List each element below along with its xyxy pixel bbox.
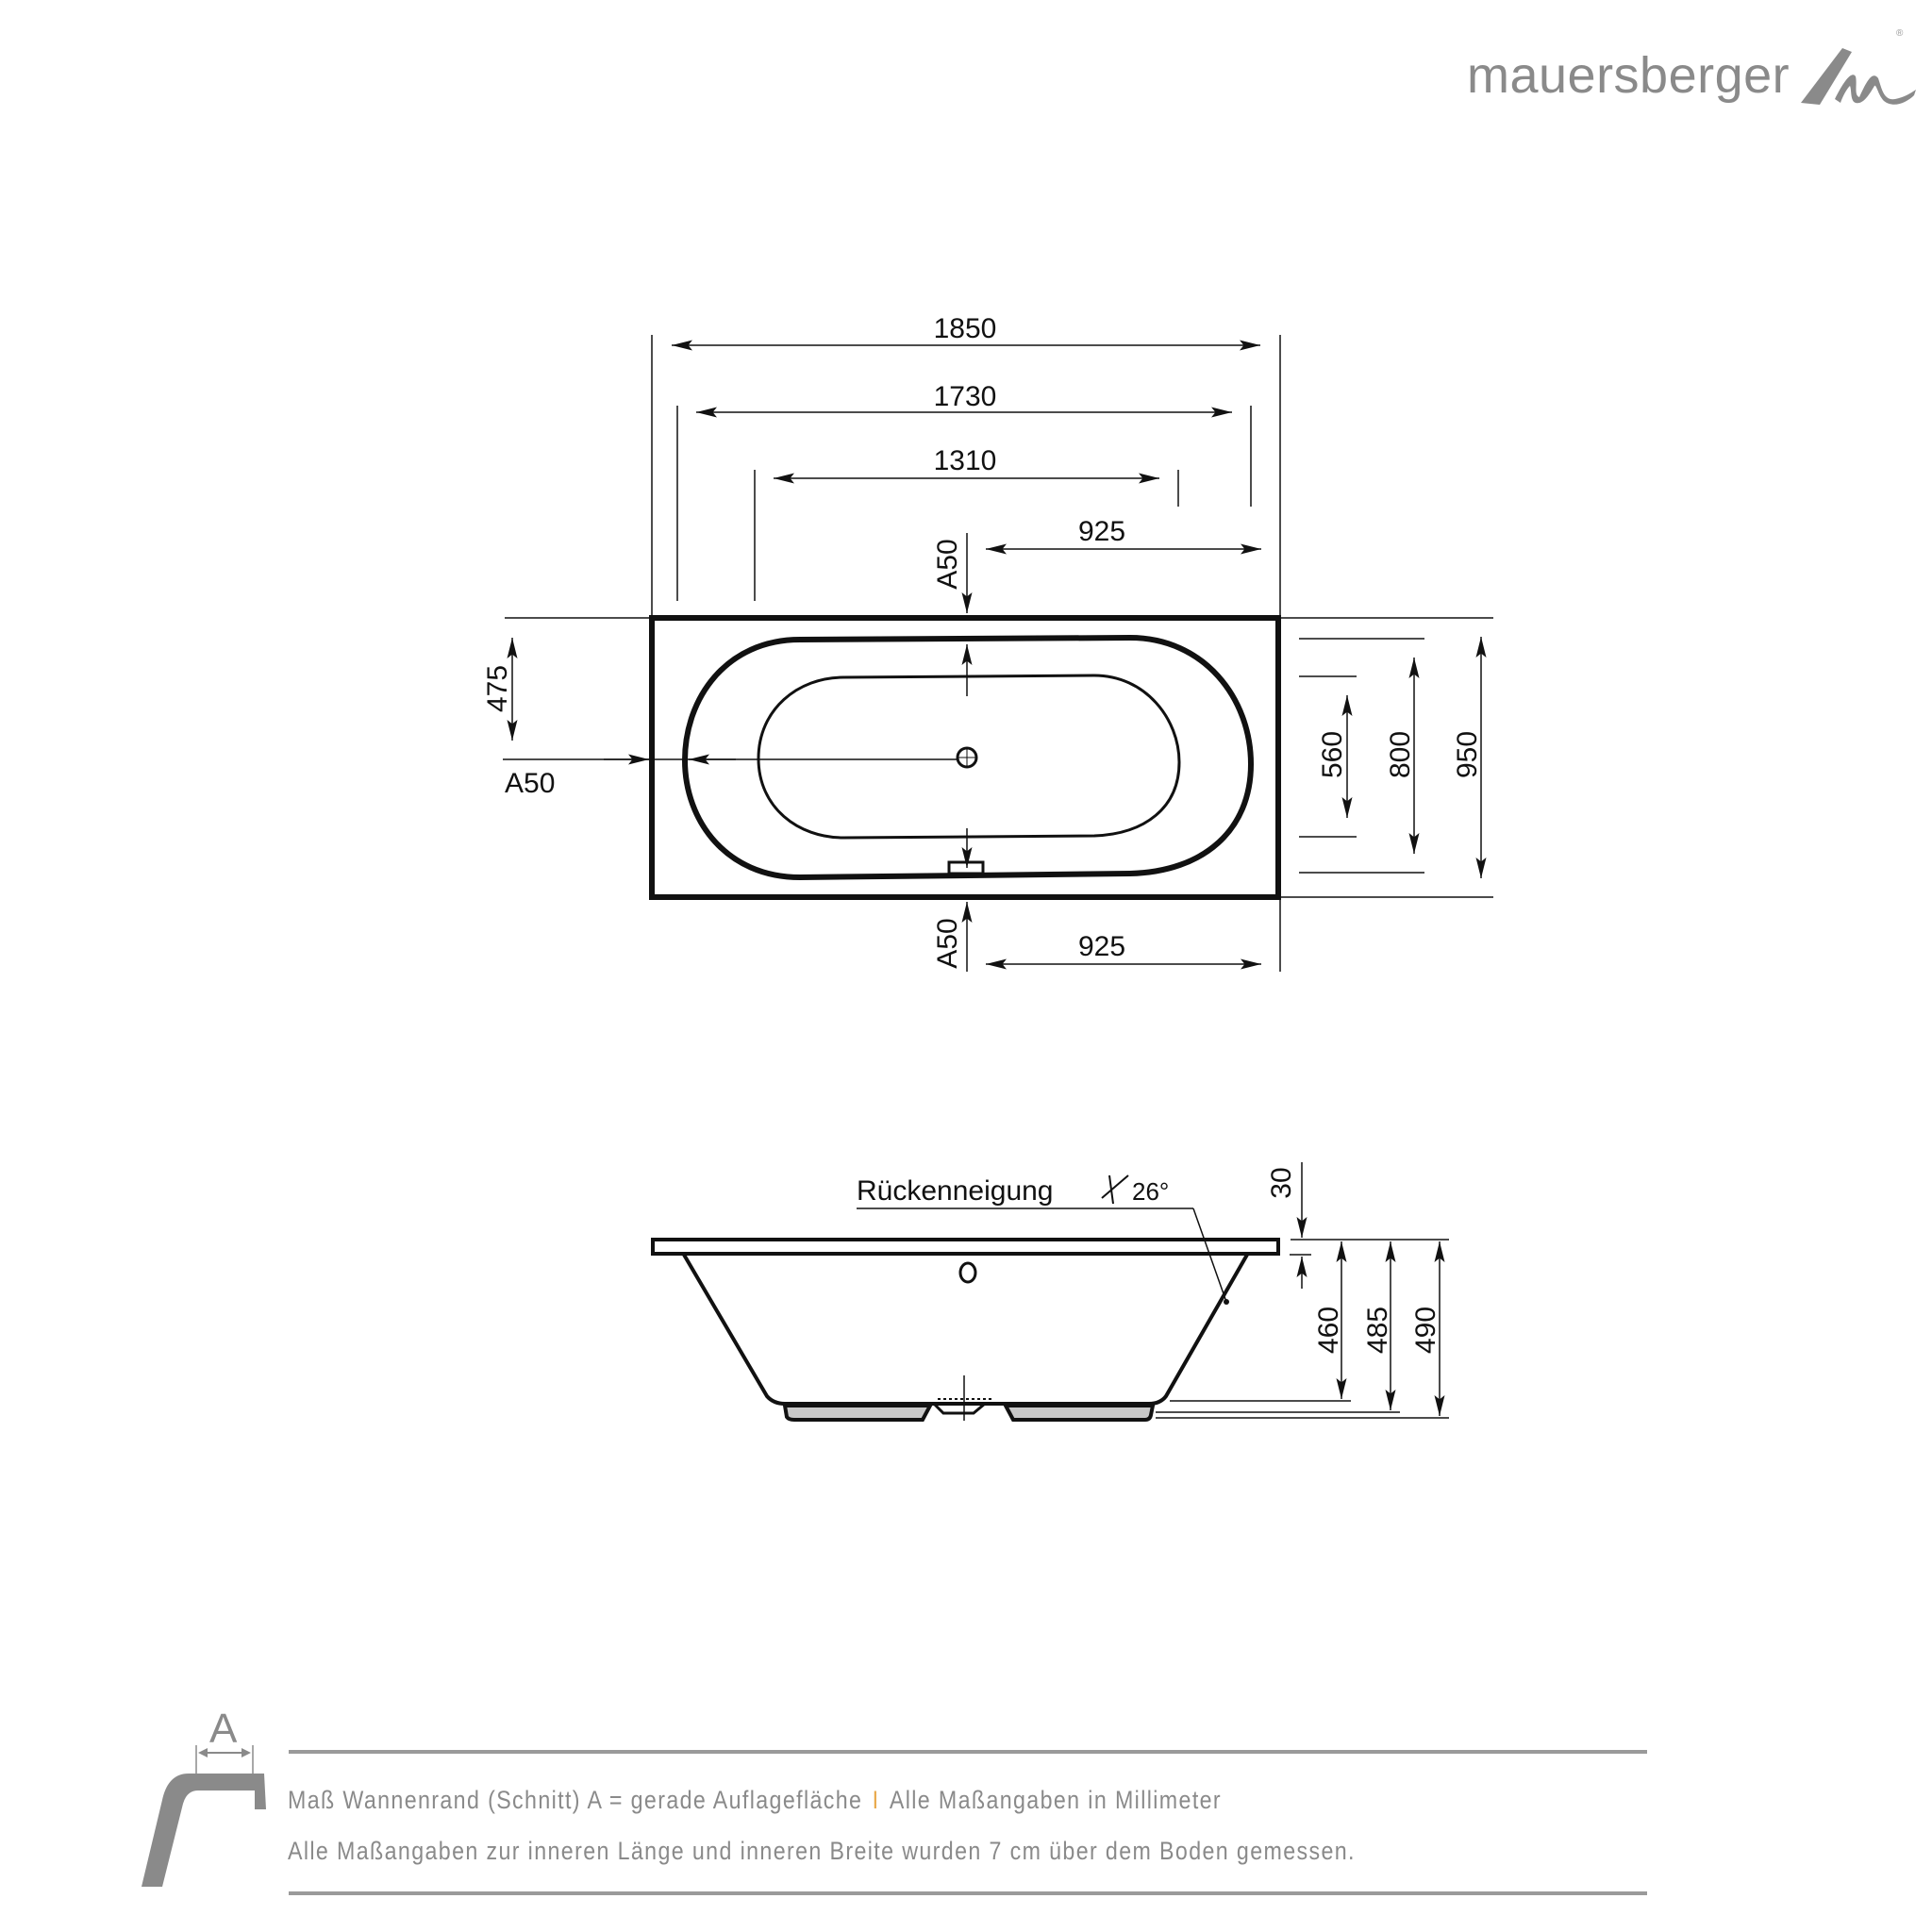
- side-view: [651, 1162, 1449, 1422]
- dim-inner-length-rim: 1730: [934, 381, 997, 412]
- rim-profile-icon: [142, 1745, 266, 1887]
- backrest-label: Rückenneigung: [857, 1175, 1054, 1207]
- dim-inner-width-rim: 800: [1385, 731, 1416, 778]
- registered-mark: ®: [1896, 28, 1904, 39]
- dim-inner-depth: 460: [1313, 1307, 1344, 1354]
- tub-floor-oval: [757, 674, 1181, 840]
- dim-rim-left: A50: [505, 768, 555, 799]
- footer-units-note: Alle Maßangaben in Millimeter: [889, 1786, 1223, 1814]
- rim-profile-label: A: [209, 1706, 238, 1752]
- brand-name: mauersberger: [1467, 47, 1790, 104]
- dim-rim-thickness: 30: [1266, 1167, 1297, 1198]
- backrest-angle: 26°: [1132, 1177, 1169, 1206]
- footer-divider-bottom: [289, 1891, 1647, 1895]
- dim-inner-length-floor: 1310: [934, 445, 997, 476]
- brand-logo: mauersberger: [1467, 38, 1920, 113]
- footer-line-2: Alle Maßangaben zur inneren Länge und in…: [288, 1837, 1356, 1865]
- dim-overall-length: 1850: [934, 313, 997, 344]
- footer-rim-note: Maß Wannenrand (Schnitt) A = gerade Aufl…: [288, 1786, 863, 1814]
- footer-line-1: Maß Wannenrand (Schnitt) A = gerade Aufl…: [288, 1786, 1222, 1815]
- dim-depth-to-floor: 485: [1362, 1307, 1393, 1354]
- footer-divider-top: [289, 1750, 1647, 1754]
- dim-overall-height: 490: [1410, 1307, 1441, 1354]
- dim-drain-offset-top: 925: [1078, 516, 1125, 547]
- top-view: [503, 335, 1493, 972]
- mountain-m-logo-icon: [1801, 48, 1917, 105]
- overflow-icon: [947, 860, 985, 875]
- tub-rim-side: [651, 1238, 1280, 1256]
- angle-icon: [1101, 1174, 1129, 1205]
- dim-rim-bottom: A50: [932, 918, 963, 968]
- tub-foot-left: [782, 1404, 934, 1422]
- tub-body-side: [682, 1253, 1249, 1406]
- footer-separator: I: [872, 1786, 880, 1814]
- tub-outline-rect: [649, 615, 1281, 900]
- dim-drain-offset-bottom: 925: [1078, 931, 1125, 962]
- dim-inner-width-floor: 560: [1317, 731, 1348, 778]
- dim-rim-top: A50: [932, 539, 963, 589]
- tub-foot-right: [1002, 1404, 1156, 1422]
- overflow-hole-icon: [958, 1261, 977, 1284]
- dim-drain-from-top: 475: [482, 665, 513, 712]
- tub-rim-oval: [681, 634, 1255, 881]
- dim-overall-width: 950: [1452, 731, 1483, 778]
